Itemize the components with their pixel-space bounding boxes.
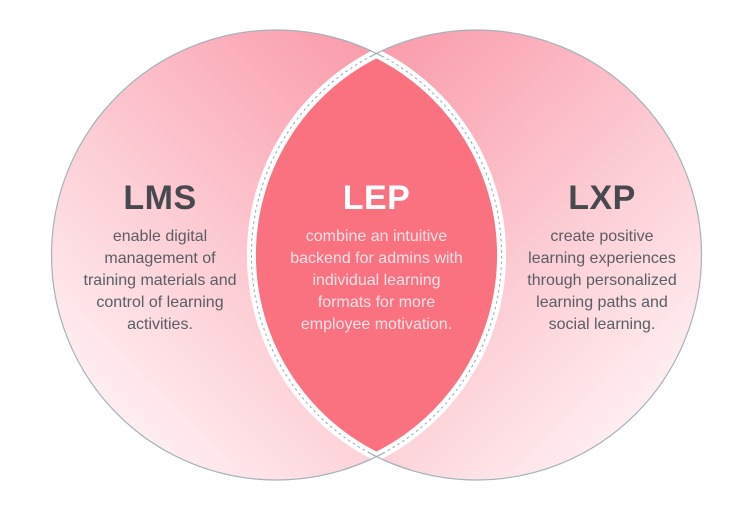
- lep-title: LEP: [342, 179, 411, 217]
- lep-description: combine an intuitive backend for admins …: [290, 228, 463, 333]
- lxp-title: LXP: [568, 179, 636, 217]
- lms-title: LMS: [123, 179, 197, 217]
- lep-section: LEP combine an intuitive backend for adm…: [256, 180, 497, 336]
- lms-description: enable digital management of training ma…: [83, 228, 237, 333]
- lms-section: LMS enable digital management of trainin…: [40, 180, 280, 336]
- lxp-description: create positive learning experiences thr…: [527, 228, 677, 333]
- lxp-section: LXP create positive learning experiences…: [482, 180, 722, 336]
